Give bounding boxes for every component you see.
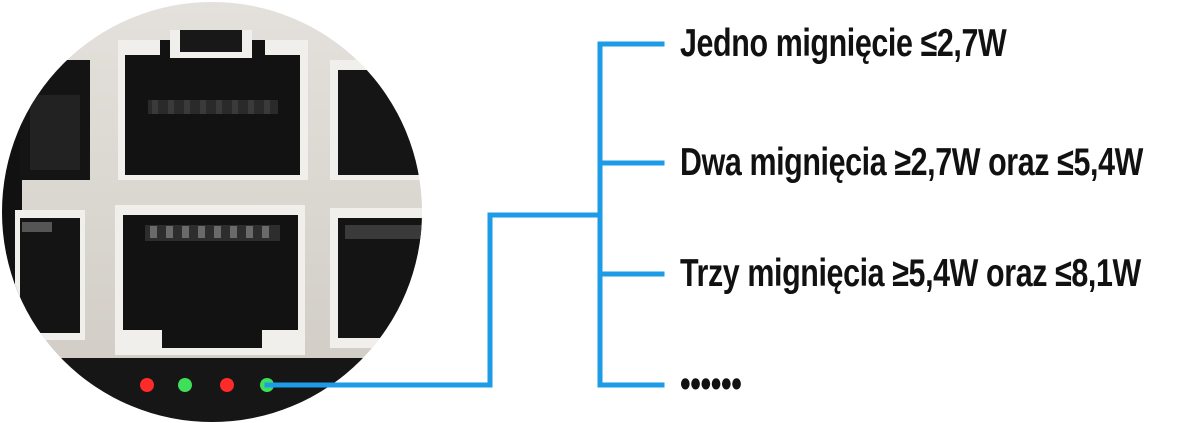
label-two-blinks: Dwa mignięcia ≥2,7W oraz ≤5,4W — [680, 141, 1143, 184]
led-green-1 — [178, 378, 192, 392]
port-bottom-right — [330, 208, 422, 348]
port-bottom-center — [115, 205, 305, 355]
connector-lines — [264, 41, 665, 388]
led-red-2 — [220, 378, 234, 392]
label-more-dots: •••••• — [680, 363, 742, 406]
port-top-right — [330, 60, 422, 180]
connector-led — [264, 212, 603, 388]
label-one-blink: Jedno mignięcie ≤2,7W — [680, 22, 1007, 65]
port-top-center — [118, 30, 308, 180]
led-red-1 — [140, 378, 154, 392]
port-bottom-left — [15, 210, 85, 340]
label-three-blinks: Trzy mignięcia ≥5,4W oraz ≤8,1W — [680, 252, 1141, 295]
switch-photo — [2, 2, 422, 422]
port-top-left — [20, 60, 90, 180]
led-strip — [2, 358, 422, 422]
